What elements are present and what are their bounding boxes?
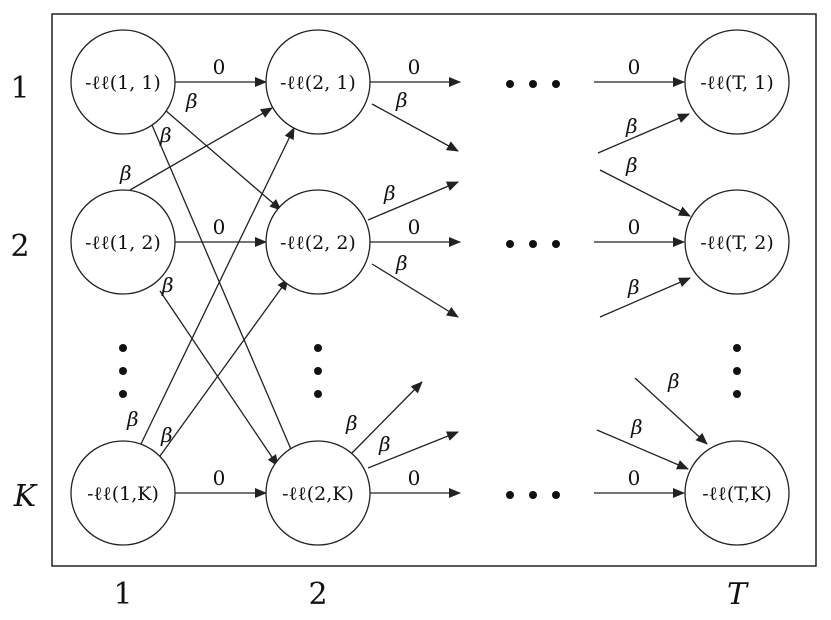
edge-22-down (371, 263, 459, 318)
zero-label: 0 (213, 215, 226, 239)
node-t-2 (684, 189, 790, 295)
vertical-ellipsis-col-1 (119, 344, 127, 398)
node-label-t-k: -ℓℓ(T,K) (702, 483, 772, 505)
beta-label: β (630, 415, 643, 439)
edge-12-2K (159, 290, 279, 467)
node-2-1 (265, 29, 371, 135)
zero-label: 0 (213, 55, 226, 79)
beta-label: β (667, 369, 680, 393)
beta-label: β (345, 411, 358, 435)
edge-11-2K (151, 124, 297, 462)
edge-in-T1-beta (597, 113, 690, 154)
zero-label: 0 (628, 215, 641, 239)
horizontal-ellipsis-row-1 (506, 80, 560, 88)
beta-label: β (159, 123, 172, 147)
row-label-k: K (13, 479, 38, 514)
zero-label: 0 (213, 466, 226, 490)
edge-in-TK-far (634, 377, 708, 445)
node-label-t-1: -ℓℓ(T, 1) (700, 72, 774, 94)
zero-label: 0 (628, 466, 641, 490)
edge-in-TK-beta (596, 429, 689, 470)
edge-21-down (371, 103, 459, 152)
node-label-t-2: -ℓℓ(T, 2) (700, 232, 774, 254)
edge-12-21 (129, 107, 273, 191)
vertical-ellipsis-col-2 (314, 344, 322, 398)
beta-label: β (161, 273, 174, 297)
edge-2K-up-far (351, 381, 423, 454)
edge-1K-21 (139, 127, 295, 447)
zero-label: 0 (628, 55, 641, 79)
node-t-1 (684, 29, 790, 135)
edge-in-T2-beta (599, 277, 691, 318)
vertical-ellipsis-col-t (733, 344, 741, 398)
beta-label: β (378, 432, 391, 456)
node-t-k (684, 440, 790, 546)
node-label-2-1: -ℓℓ(2, 1) (280, 72, 356, 94)
zero-label: 0 (408, 215, 421, 239)
edge-in-T2-from-above (599, 169, 691, 217)
edge-1K-22 (159, 278, 289, 457)
beta-label: β (395, 88, 408, 112)
node-1-2 (70, 189, 176, 295)
node-2-2 (265, 189, 371, 295)
row-label-2: 2 (10, 229, 29, 264)
beta-label: β (185, 89, 198, 113)
node-label-2-k: -ℓℓ(2,K) (282, 483, 354, 505)
horizontal-ellipsis-row-k (506, 491, 560, 499)
beta-label: β (625, 153, 638, 177)
col-label-t: T (727, 577, 749, 612)
node-label-1-2: -ℓℓ(1, 2) (85, 232, 161, 254)
col-label-1: 1 (113, 577, 132, 612)
node-label-2-2: -ℓℓ(2, 2) (280, 232, 356, 254)
node-1-k (70, 440, 176, 546)
zero-label: 0 (408, 55, 421, 79)
col-label-2: 2 (308, 577, 327, 612)
beta-label: β (160, 423, 173, 447)
node-1-1 (70, 29, 176, 135)
horizontal-ellipsis-row-2 (506, 240, 560, 248)
node-2-k (265, 440, 371, 546)
beta-label: β (625, 114, 638, 138)
diagram-frame (51, 13, 817, 567)
node-label-1-1: -ℓℓ(1, 1) (85, 72, 161, 94)
beta-label: β (383, 181, 396, 205)
beta-label: β (627, 275, 640, 299)
beta-label: β (126, 407, 139, 431)
beta-label: β (395, 251, 408, 275)
edge-2K-up (367, 431, 459, 469)
edge-22-up (367, 181, 459, 221)
row-label-1: 1 (10, 71, 29, 106)
beta-label: β (119, 161, 132, 185)
node-label-1-k: -ℓℓ(1,K) (87, 483, 159, 505)
zero-label: 0 (408, 466, 421, 490)
